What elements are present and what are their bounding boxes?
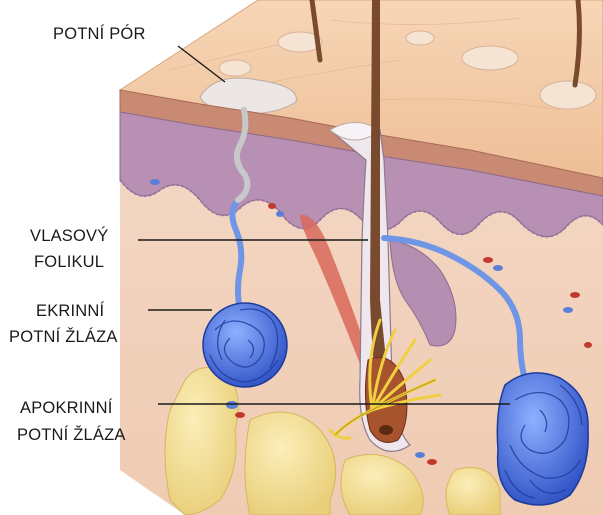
label-eccrine-1: EKRINNÍ bbox=[36, 301, 105, 320]
label-hair-follicle-2: FOLIKUL bbox=[34, 253, 104, 271]
label-hair-follicle-1: VLASOVÝ bbox=[30, 226, 108, 245]
label-eccrine-2: POTNÍ ŽLÁZA bbox=[9, 327, 118, 346]
apocrine-gland bbox=[497, 373, 588, 505]
label-sweat-pore: POTNÍ PÓR bbox=[53, 24, 146, 43]
eccrine-gland bbox=[203, 303, 287, 387]
label-apocrine-1: APOKRINNÍ bbox=[20, 398, 113, 417]
label-apocrine-2: POTNÍ ŽLÁZA bbox=[17, 425, 126, 444]
